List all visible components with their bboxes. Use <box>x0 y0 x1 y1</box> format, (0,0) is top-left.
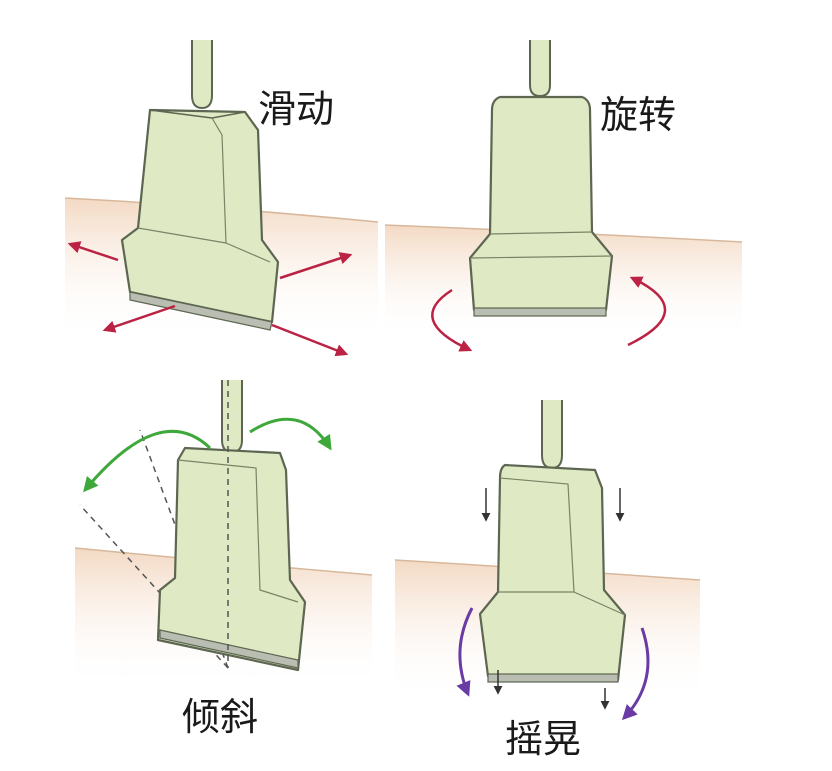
slide-arrow-down-right <box>271 323 349 357</box>
rotate-arrow-left <box>431 288 473 352</box>
panel-slide: 滑动 <box>64 40 379 357</box>
panel-tilt: 倾斜 <box>74 380 373 739</box>
panel-rotate: 旋转 <box>384 40 743 352</box>
ultrasound-probe-icon <box>478 400 627 683</box>
panel-rock: 摇晃 <box>394 400 701 761</box>
label-tilt: 倾斜 <box>182 695 258 739</box>
rock-arrow-left <box>456 607 474 697</box>
slide-arrow-left <box>67 241 119 262</box>
rock-arrow-right <box>621 627 650 721</box>
slide-arrow-right <box>279 252 353 280</box>
label-rotate: 旋转 <box>600 93 676 137</box>
ultrasound-probe-icon <box>156 380 307 672</box>
tilt-arrow-left <box>83 429 212 493</box>
label-rock: 摇晃 <box>505 717 581 761</box>
ultrasound-probe-icon <box>468 40 614 317</box>
rotate-arrow-right <box>627 276 667 347</box>
ultrasound-probe-icon <box>120 40 280 331</box>
label-slide: 滑动 <box>258 87 334 131</box>
tilt-arrow-right <box>249 417 332 451</box>
slide-arrow-down-left <box>102 304 176 333</box>
